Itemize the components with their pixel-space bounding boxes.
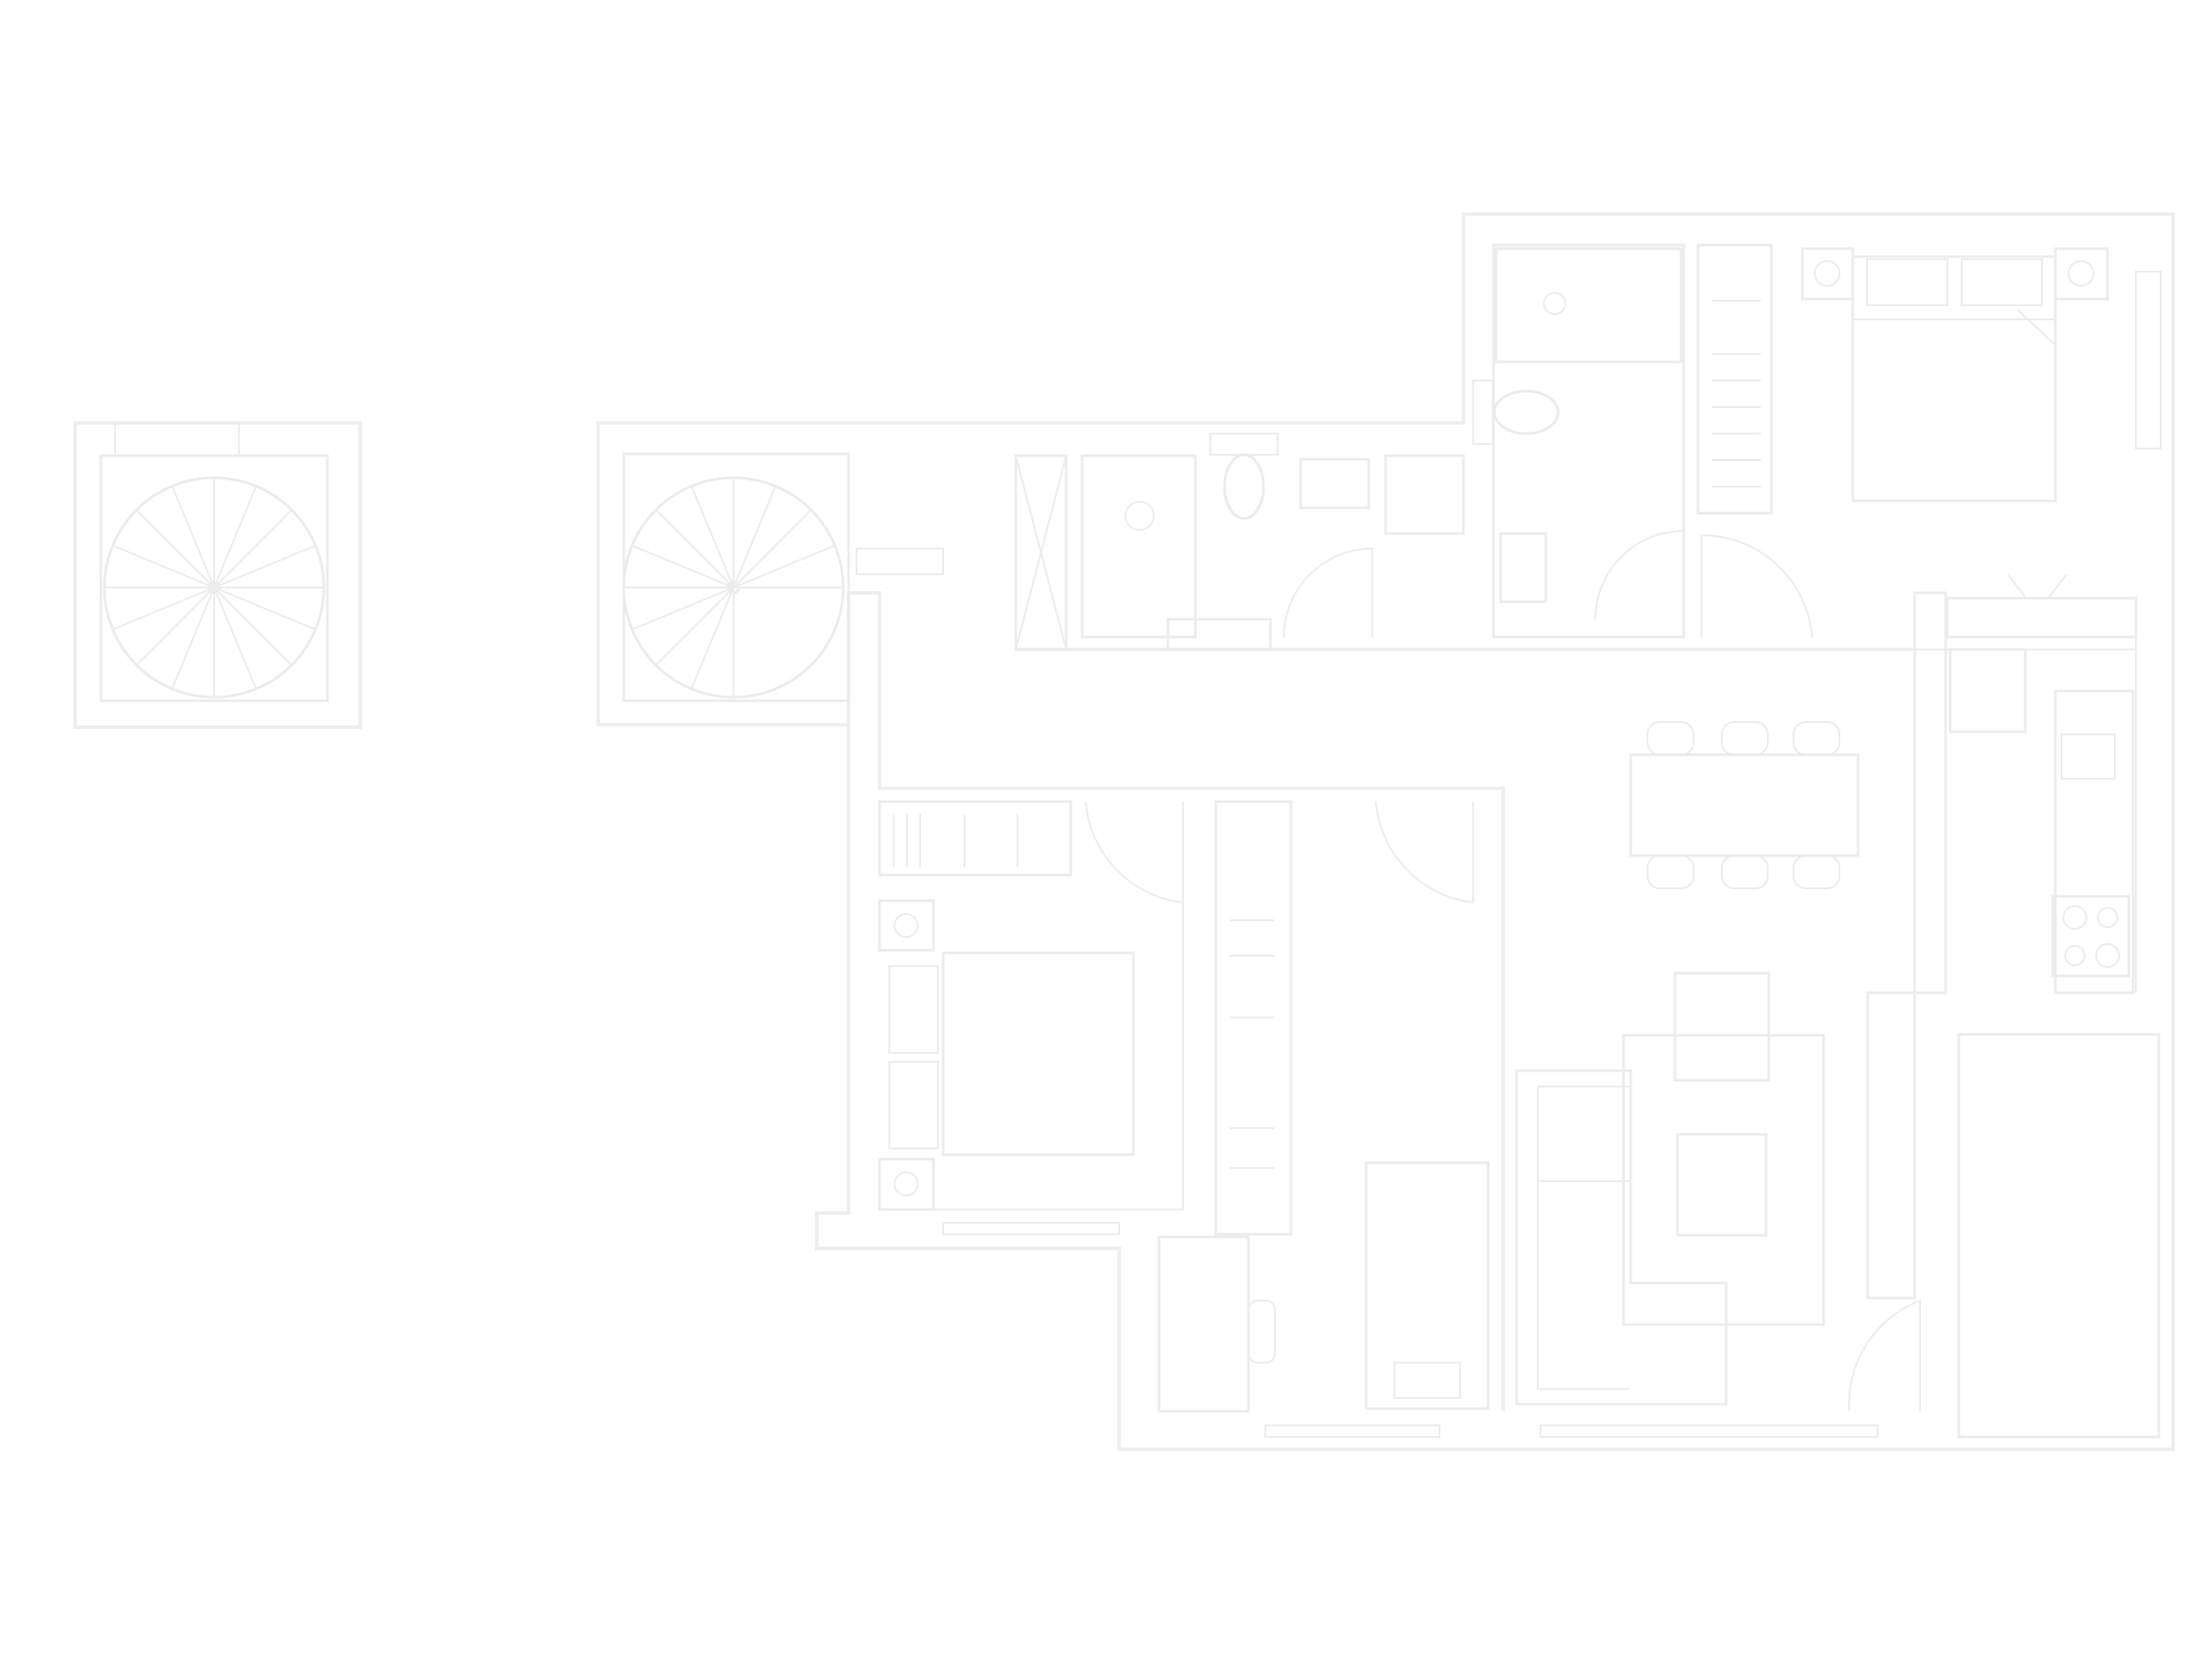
study-room — [1157, 800, 1490, 1413]
wardrobe — [1214, 800, 1293, 1236]
nightstand — [2054, 247, 2109, 301]
cooktop-icon — [2051, 895, 2131, 978]
sink-icon — [1299, 457, 1371, 510]
door-arc — [1375, 801, 1474, 903]
door-arc — [1701, 534, 1813, 638]
stair-tread — [632, 587, 734, 631]
stair-tread — [112, 587, 215, 631]
door-arc — [1847, 1299, 1921, 1412]
pillow — [888, 965, 939, 1054]
lamp-icon — [1814, 260, 1840, 287]
pillow — [1961, 258, 2043, 306]
stair-tread — [112, 544, 215, 588]
stair-tread — [171, 486, 215, 588]
interior-wall — [847, 591, 1505, 1411]
nightstand — [878, 899, 935, 952]
stair-block-left — [73, 421, 362, 729]
stair-main — [622, 452, 850, 703]
sink-icon — [1499, 532, 1548, 603]
counter — [2054, 689, 2135, 995]
fridge — [1948, 648, 2027, 733]
desk — [1157, 1235, 1250, 1413]
window — [1264, 1425, 1440, 1438]
shower-icon — [1125, 501, 1155, 531]
door-arc — [1283, 547, 1373, 638]
stair-tread — [733, 544, 835, 588]
living-room — [1515, 972, 2161, 1439]
stair-tread — [135, 587, 215, 666]
room-right — [1957, 1033, 2161, 1439]
closet — [1014, 454, 1068, 651]
bed-single — [1364, 1161, 1490, 1410]
kitchen — [1913, 591, 2135, 995]
stair-tread — [733, 509, 812, 588]
bed — [1851, 255, 2057, 503]
lamp-icon — [2068, 260, 2094, 287]
door-arc — [1594, 529, 1685, 620]
window — [2135, 271, 2162, 449]
stair-tread — [655, 509, 734, 588]
window — [942, 1222, 1120, 1235]
stair-tread — [213, 486, 257, 588]
washer-icon — [1384, 454, 1465, 535]
stair-tread — [690, 587, 734, 689]
nightstand — [878, 1157, 935, 1211]
exterior-wall — [596, 212, 2175, 1451]
pillow — [1866, 258, 1948, 306]
dining-area — [1629, 721, 1860, 889]
rug — [1622, 1033, 1825, 1326]
stair-tread — [171, 587, 215, 689]
entry-wall — [1866, 991, 1916, 1300]
sink-icon — [2061, 733, 2116, 780]
window — [1540, 1425, 1878, 1438]
wardrobe — [1696, 243, 1773, 515]
chair — [1248, 1300, 1276, 1363]
spiral-stair-icon — [622, 476, 845, 699]
bathroom-top — [1472, 243, 1686, 639]
bathroom-middle — [1080, 433, 1465, 651]
tv-unit — [1946, 596, 2138, 639]
nightstand — [1801, 247, 1855, 301]
stair-tread — [733, 486, 777, 588]
lamp-icon — [894, 913, 918, 938]
armchair — [1673, 972, 1770, 1082]
coffee-table — [1676, 1133, 1768, 1237]
bedroom-lower — [878, 800, 1184, 1235]
pillow — [888, 1061, 939, 1149]
stair-tread — [655, 587, 734, 666]
spiral-stair-icon — [103, 476, 326, 699]
stair-tread — [213, 587, 316, 631]
stair-tread — [213, 587, 293, 666]
lamp-icon — [894, 1171, 918, 1196]
toilet-icon — [1223, 453, 1265, 520]
stair-tread — [213, 509, 293, 588]
bed — [941, 951, 1135, 1156]
stair-landing-wall — [856, 548, 944, 575]
stair-tread — [213, 587, 257, 689]
stair-tread — [135, 509, 215, 588]
sofa — [1515, 1069, 1728, 1406]
stair-tread — [213, 544, 316, 588]
bedroom-top — [1696, 243, 2162, 993]
stair-tread — [690, 486, 734, 588]
shelf — [878, 800, 1072, 877]
toilet-icon — [1493, 389, 1560, 435]
stair-tread — [632, 544, 734, 588]
door-arc — [1085, 801, 1184, 903]
dining-table — [1629, 753, 1860, 857]
chairs — [1647, 721, 1840, 889]
bathtub-icon — [1494, 247, 1683, 364]
